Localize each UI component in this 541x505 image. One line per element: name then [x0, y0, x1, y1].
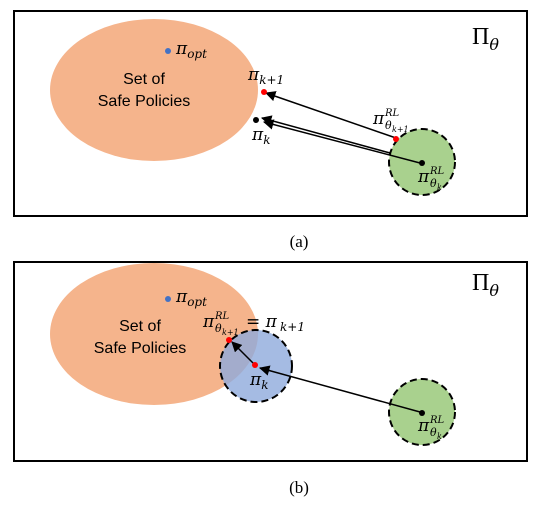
svg-text:θ: θ	[385, 119, 392, 132]
arrow-center-to-pik-lower	[262, 119, 421, 164]
safe-policy-set-b	[50, 263, 258, 405]
pi-rl-k1-label-a: π RL θ k+1	[372, 108, 409, 134]
svg-text:RL: RL	[429, 415, 445, 426]
arrow-rl-to-pik1	[265, 91, 397, 139]
panel-b: Πθ Set of Safe Policies πopt π RL θ k+1 …	[13, 261, 528, 497]
safe-set-label-line1-b: Set of	[119, 318, 161, 335]
svg-text:k+1: k+1	[392, 125, 409, 134]
safe-set-label-line1-a: Set of	[123, 71, 165, 88]
pi-opt-point-b	[165, 296, 171, 302]
panel-a: Πθ Set of Safe Policies πopt πk+1 πk π R…	[13, 10, 528, 251]
svg-text:π: π	[417, 167, 430, 187]
svg-text:RL: RL	[384, 108, 400, 119]
safe-policy-set-a	[50, 19, 258, 161]
pi-opt-point-a	[165, 48, 171, 54]
caption-a: (a)	[290, 232, 309, 251]
space-label-a: Πθ	[472, 24, 499, 54]
pi-rl-k1-point-b	[226, 337, 232, 343]
pi-rl-k-label-b: π RL θ k	[417, 415, 445, 441]
arrow-pik-to-boundary-b	[231, 341, 255, 365]
svg-text:π: π	[202, 312, 215, 332]
svg-text:k: k	[437, 432, 442, 441]
svg-text:RL: RL	[214, 311, 230, 322]
pi-k1-label-a: πk+1	[247, 65, 284, 87]
pi-k-point-b	[252, 362, 258, 368]
pi-rl-k1-point-a	[393, 136, 399, 142]
pi-k1-point-a	[261, 89, 267, 95]
svg-text:θ: θ	[430, 426, 437, 439]
safe-set-label-line2-b: Safe Policies	[94, 340, 187, 357]
svg-text:π: π	[417, 416, 430, 436]
svg-text:θ: θ	[215, 322, 222, 335]
svg-text:π: π	[372, 109, 385, 129]
safe-set-label-line2-a: Safe Policies	[98, 93, 191, 110]
pi-rl-k-label-a: π RL θ k	[417, 166, 445, 192]
pi-k-point-a	[253, 117, 259, 123]
svg-text:k: k	[437, 183, 442, 192]
caption-b: (b)	[289, 478, 309, 497]
svg-text:k+1: k+1	[222, 328, 239, 337]
arrow-center-to-pik-upper	[260, 115, 391, 154]
space-label-b: Πθ	[472, 270, 499, 300]
svg-text:RL: RL	[429, 166, 445, 177]
pi-rl-k1-eq-label-b: π RL θ k+1 = π k+1	[202, 311, 305, 337]
pi-k-label-a: πk	[251, 125, 270, 147]
pi-rl-k-point-b	[419, 410, 425, 416]
svg-text:= π: = π	[246, 312, 278, 332]
arrow-rl-to-pik-b	[258, 365, 421, 413]
pi-k-label-b: πk	[249, 370, 268, 392]
svg-text:k+1: k+1	[280, 320, 305, 334]
svg-text:θ: θ	[430, 177, 437, 190]
pi-opt-label-b: πopt	[175, 287, 207, 309]
pi-rl-k-point-a	[419, 160, 425, 166]
pi-opt-label-a: πopt	[175, 39, 207, 61]
